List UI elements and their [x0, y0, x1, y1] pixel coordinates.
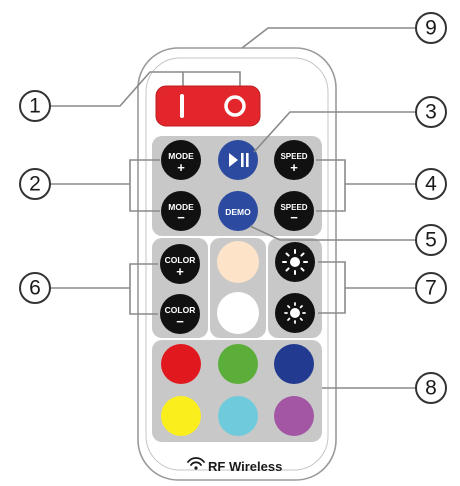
demo-label: DEMO	[225, 207, 251, 217]
bracket-4	[316, 159, 346, 212]
bracket-7	[318, 261, 346, 314]
brightness-down-icon	[284, 302, 306, 324]
callout-1: 1	[19, 90, 51, 122]
play-pause-icon	[229, 153, 249, 167]
green-button[interactable]	[218, 344, 258, 384]
mode-plus-sign: +	[177, 160, 185, 175]
mode-minus-button[interactable]	[161, 191, 201, 231]
callout-3: 3	[415, 96, 447, 128]
callout-2: 2	[19, 168, 51, 200]
callout-7: 7	[415, 272, 447, 304]
cyan-button[interactable]	[218, 396, 258, 436]
leader-9	[241, 27, 415, 49]
color-minus-sign: −	[176, 314, 184, 329]
color-plus-sign: +	[176, 264, 184, 279]
wifi-icon	[187, 457, 205, 470]
speed-plus-label: SPEED	[280, 152, 307, 161]
speed-minus-button[interactable]	[274, 191, 314, 231]
speed-minus-sign: −	[290, 210, 298, 225]
color-minus-button[interactable]	[160, 294, 200, 334]
callout-5: 5	[415, 224, 447, 256]
bracket-2	[129, 159, 160, 212]
demo-button[interactable]	[218, 191, 258, 231]
leader-lines	[50, 27, 415, 389]
svg-text:6: 6	[29, 277, 41, 300]
mode-plus-button[interactable]	[161, 140, 201, 180]
svg-text:8: 8	[425, 377, 437, 400]
callout-4: 4	[415, 168, 447, 200]
yellow-button[interactable]	[161, 396, 201, 436]
mode-minus-label: MODE	[168, 202, 194, 212]
svg-text:3: 3	[425, 101, 437, 124]
speed-plus-button[interactable]	[274, 140, 314, 180]
purple-button[interactable]	[274, 396, 314, 436]
color-minus-label: COLOR	[165, 305, 196, 315]
white-button[interactable]	[217, 292, 259, 334]
brand-label: RF Wireless	[208, 459, 282, 474]
red-button[interactable]	[161, 344, 201, 384]
speed-minus-label: SPEED	[280, 203, 307, 212]
svg-text:5: 5	[425, 229, 437, 252]
power-switch-bracket	[182, 71, 241, 86]
leader-1	[50, 71, 183, 107]
mode-minus-sign: −	[177, 210, 185, 225]
color-plus-button[interactable]	[160, 244, 200, 284]
blue-button[interactable]	[274, 344, 314, 384]
callout-8: 8	[415, 372, 447, 404]
mode-plus-label: MODE	[168, 151, 194, 161]
callout-9: 9	[415, 12, 447, 44]
color-plus-label: COLOR	[165, 255, 196, 265]
speed-plus-sign: +	[290, 160, 298, 175]
svg-text:7: 7	[425, 277, 437, 300]
callout-6: 6	[19, 272, 51, 304]
svg-text:1: 1	[29, 95, 41, 118]
power-on-symbol	[224, 95, 246, 117]
leader-5	[249, 225, 415, 241]
svg-text:9: 9	[425, 17, 437, 40]
leader-3	[253, 111, 415, 153]
bracket-6	[129, 263, 158, 315]
brightness-up-icon	[282, 249, 308, 275]
svg-text:2: 2	[29, 173, 41, 196]
warm-white-button[interactable]	[217, 241, 259, 283]
svg-text:4: 4	[425, 173, 437, 196]
